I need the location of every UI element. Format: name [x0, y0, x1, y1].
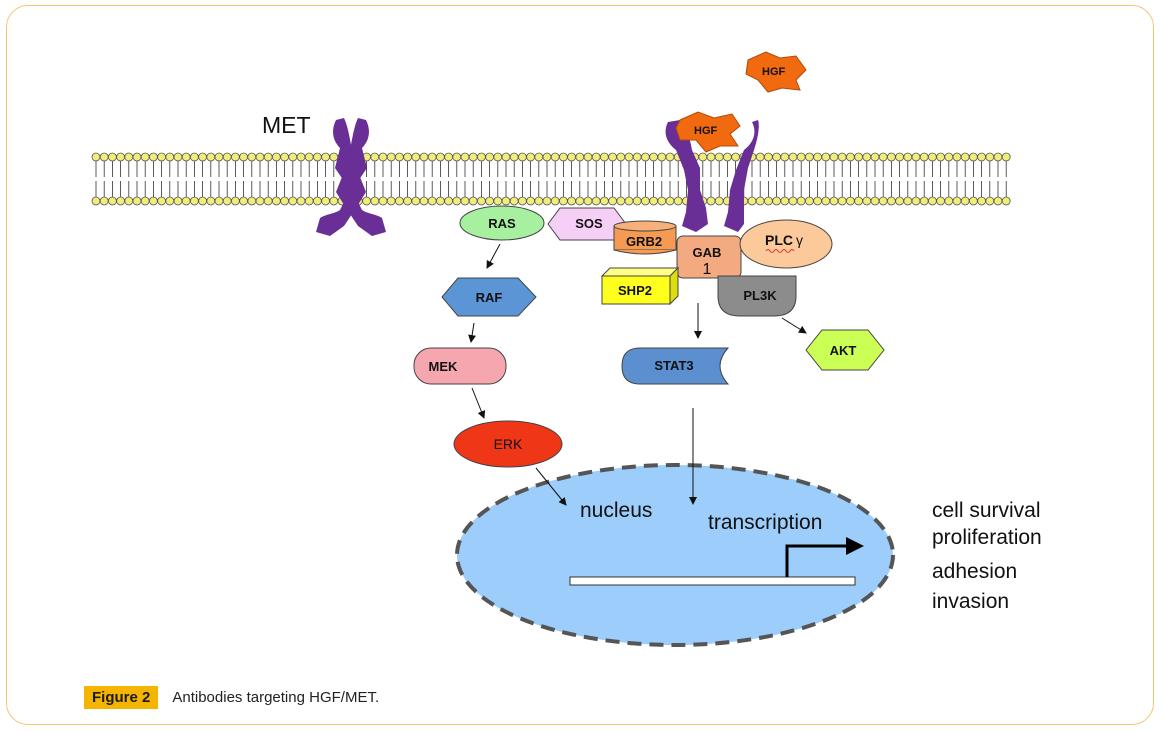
met-label: MET	[262, 112, 311, 138]
plc-gamma-symbol: γ	[796, 232, 803, 248]
grb2-label: GRB2	[626, 234, 662, 249]
raf-node	[441, 277, 537, 317]
figure-frame	[6, 5, 1154, 725]
grb2-node	[613, 220, 677, 255]
hgf-free-label: HGF	[762, 66, 786, 78]
shp2-label: SHP2	[618, 283, 652, 298]
outcome-cell-survival: cell survival	[932, 499, 1041, 522]
outcome-adhesion: adhesion	[932, 560, 1017, 583]
cell-membrane	[91, 152, 1011, 206]
nucleus-label: nucleus	[580, 499, 652, 522]
dna-strand	[569, 576, 856, 586]
hgf-bound-shape	[675, 111, 741, 153]
sos-label: SOS	[575, 216, 603, 231]
figure-caption: Figure 2 Antibodies targeting HGF/MET.	[84, 684, 379, 710]
met-receptor-right	[665, 120, 759, 232]
pl3k-node	[717, 275, 797, 317]
pl3k-label: PL3K	[743, 288, 777, 303]
transcription-start-arrow	[785, 544, 852, 577]
outcome-invasion: invasion	[932, 590, 1009, 613]
arrow-ras-raf	[486, 243, 501, 269]
gab1-label-line1: GAB	[693, 245, 722, 260]
gab1-label-line2: 1	[703, 261, 712, 278]
erk-node	[453, 420, 563, 468]
gab1-node	[676, 235, 742, 279]
plc-spellcheck-underline	[765, 249, 795, 253]
arrow-erk-nucleus	[535, 467, 567, 506]
ras-label: RAS	[488, 216, 516, 231]
shp2-node	[600, 266, 680, 306]
figure-number: Figure 2	[84, 685, 159, 709]
stat3-label: STAT3	[654, 358, 693, 373]
stat3-node	[621, 347, 730, 385]
nucleus-ellipse	[455, 463, 895, 647]
outcome-proliferation: proliferation	[932, 526, 1042, 549]
mek-label: MEK	[429, 359, 459, 374]
ras-node	[459, 205, 545, 241]
figure-caption-text: Antibodies targeting HGF/MET.	[172, 688, 380, 706]
pathway-diagram: nucleus transcription MET HGF HGF RAS SO…	[91, 51, 1042, 647]
akt-node	[805, 329, 885, 371]
erk-label: ERK	[494, 436, 523, 452]
mek-node	[413, 347, 507, 385]
plc-label-text: PLC	[765, 232, 793, 248]
arrow-raf-mek	[468, 322, 477, 343]
hgf-free-shape	[745, 51, 807, 93]
raf-label: RAF	[476, 290, 503, 305]
arrow-mek-erk	[471, 387, 486, 419]
arrow-pl3k-akt	[781, 317, 807, 334]
plc-node	[739, 219, 833, 269]
met-receptor-left	[316, 118, 386, 236]
hgf-bound-label: HGF	[694, 125, 718, 137]
akt-label: AKT	[830, 343, 857, 358]
transcription-arrowhead	[846, 537, 864, 555]
transcription-label: transcription	[708, 511, 822, 534]
